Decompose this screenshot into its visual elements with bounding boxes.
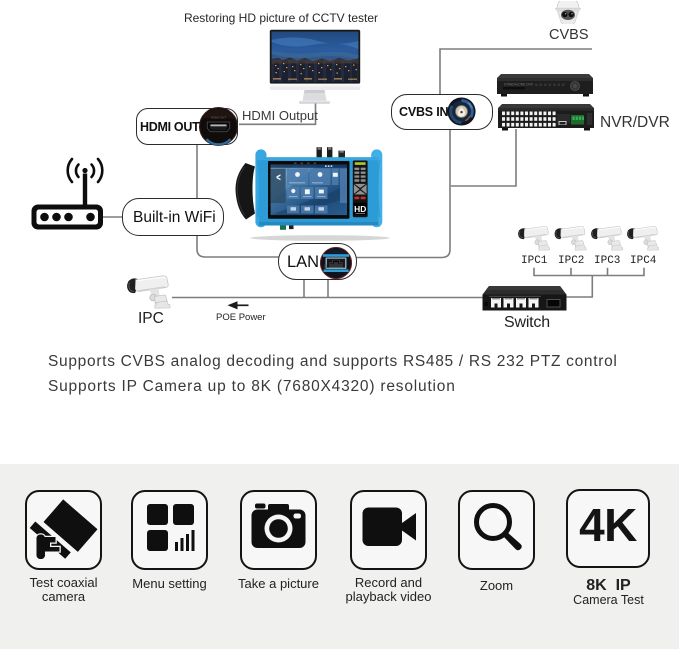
- svg-text:HD: HD: [354, 204, 366, 214]
- svg-text:HDMI OUT: HDMI OUT: [211, 116, 226, 120]
- svg-text:STANDALONE DVR: STANDALONE DVR: [504, 83, 534, 87]
